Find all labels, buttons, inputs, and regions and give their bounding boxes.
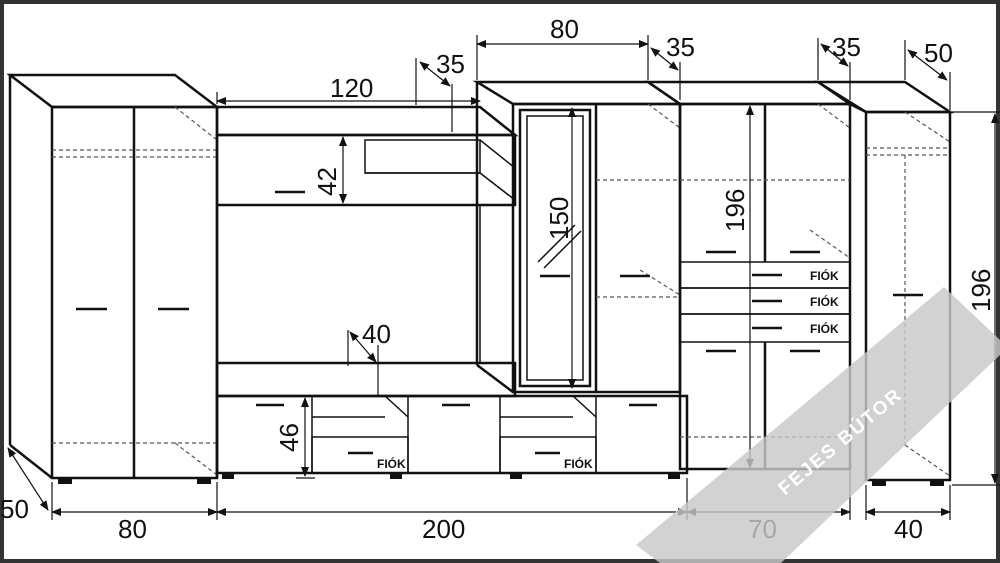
drawer-label: FIÓK (377, 456, 406, 471)
watermark-band (636, 287, 1000, 563)
dim-left-wardrobe-depth: 50 (0, 494, 29, 524)
dim-shelf-height: 42 (312, 167, 342, 196)
dim-cabinet-height: 196 (720, 189, 750, 232)
dim-tv-bench-depth: 40 (362, 319, 391, 349)
drawer-label: FIÓK (810, 294, 839, 309)
dim-glass-unit-depth: 35 (666, 32, 695, 62)
dim-total-height: 196 (966, 269, 996, 312)
dim-right-wardrobe-width: 40 (894, 514, 923, 544)
drawer-label: FIÓK (810, 268, 839, 283)
drawer-label: FIÓK (564, 456, 593, 471)
dim-glass-door-height: 150 (544, 197, 574, 240)
dim-glass-unit-width: 80 (550, 14, 579, 44)
dimension-lines (7, 35, 1000, 520)
dim-left-wardrobe-width: 80 (118, 514, 147, 544)
drawer-label: FIÓK (810, 321, 839, 336)
dim-top-shelf-depth: 35 (436, 49, 465, 79)
dim-right-wardrobe-depth: 50 (924, 38, 953, 68)
dim-top-shelf-width: 120 (330, 73, 373, 103)
dim-right-cabinet-depth: 35 (832, 32, 861, 62)
left-wardrobe (6, 73, 221, 484)
tv-section: FIÓK FIÓK (215, 105, 689, 479)
dim-tv-section-width: 200 (422, 514, 465, 544)
dim-tv-bench-height: 46 (274, 423, 304, 452)
